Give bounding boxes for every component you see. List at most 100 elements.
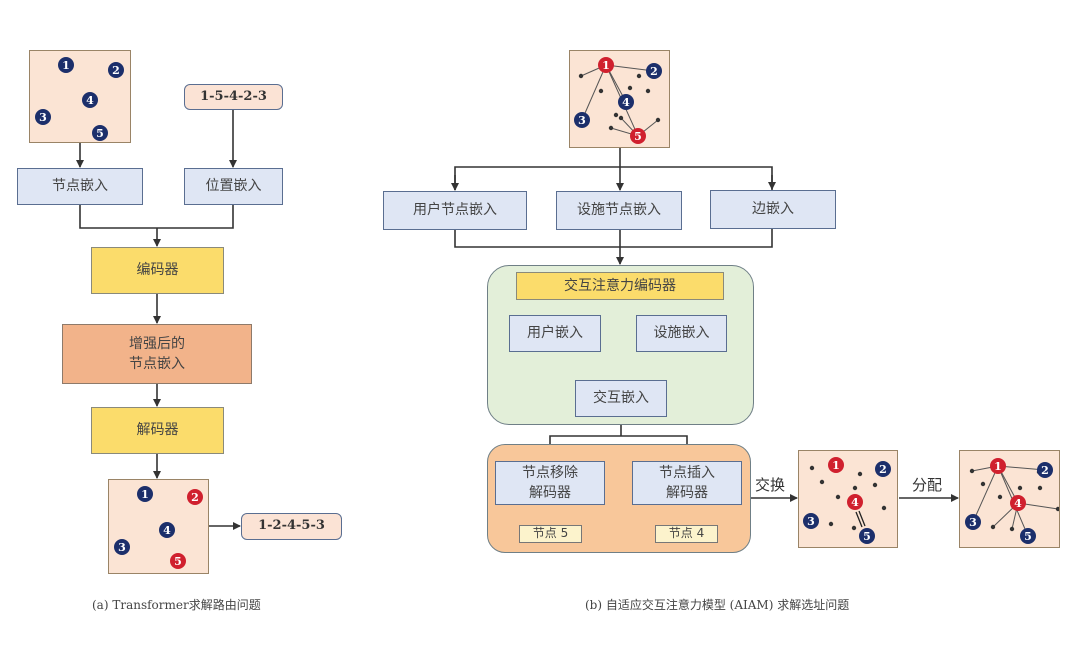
customer-dot (881, 505, 887, 511)
node-label: 1 (62, 59, 70, 72)
node-3: 3 (803, 513, 819, 529)
customer-dot (1037, 485, 1043, 491)
merge-line-b (454, 229, 773, 248)
insertion-line2: 解码器 (666, 485, 708, 501)
node-label: 4 (1014, 497, 1022, 510)
node-2: 2 (108, 62, 124, 78)
swap-arrow-up (858, 510, 866, 527)
interactive-embedding-box: 交互嵌入 (575, 380, 667, 417)
graph-nodes: 1 2 3 4 5 (114, 486, 203, 569)
initial-graph-a: 1 2 3 4 5 (29, 50, 131, 143)
inserted-node-box: 节点 4 (655, 525, 718, 543)
node-3: 3 (35, 109, 51, 125)
customer-dot (819, 479, 825, 485)
assigned-graph: 1 2 3 4 5 (959, 450, 1061, 548)
node-insertion-decoder-box: 节点插入 解码器 (632, 461, 742, 505)
node-label: 1 (141, 488, 149, 501)
node-5: 5 (630, 128, 646, 144)
node-label: 5 (174, 555, 182, 568)
removal-line2: 解码器 (529, 485, 571, 501)
enhanced-line2: 节点嵌入 (129, 356, 185, 372)
result-graph-a: 1 2 3 4 5 (108, 479, 209, 574)
node-2: 2 (187, 489, 203, 505)
node-label: 1 (832, 459, 840, 472)
node-5: 5 (170, 553, 186, 569)
node-label: 1 (602, 59, 610, 72)
node-label: 3 (807, 515, 815, 528)
node-2: 2 (1037, 462, 1053, 478)
customer-dot (828, 521, 834, 527)
interactive-attention-encoder-box: 交互注意力编码器 (516, 272, 724, 300)
customer-dot (1055, 506, 1061, 512)
node-1: 1 (990, 458, 1006, 474)
node-5: 5 (92, 125, 108, 141)
caption-a: (a) Transformer求解路由问题 (92, 598, 261, 612)
insertion-line1: 节点插入 (659, 464, 715, 481)
customer-dot (857, 471, 863, 477)
customer-dot (618, 115, 624, 121)
node-5: 5 (1020, 528, 1036, 544)
node-4: 4 (159, 522, 175, 538)
merge-embeddings-line (79, 205, 234, 229)
node-label: 3 (969, 516, 977, 529)
customer-dot (627, 85, 633, 91)
graph-edge (972, 465, 999, 523)
customer-dot (990, 524, 996, 530)
input-sequence: 1-5-4-2-3 (184, 84, 283, 110)
customer-dot (997, 494, 1003, 500)
node-3: 3 (114, 539, 130, 555)
graph-edge (605, 64, 655, 72)
customer-dot (613, 112, 619, 118)
graph-nodes: 1 2 3 4 5 (35, 57, 124, 141)
graph-nodes: 1 2 3 4 5 (965, 458, 1061, 544)
split-line (454, 166, 773, 190)
node-label: 4 (622, 96, 630, 109)
node-label: 2 (1041, 464, 1049, 477)
node-label: 4 (851, 496, 859, 509)
node-4: 4 (847, 494, 863, 510)
customer-dot (608, 125, 614, 131)
assign-label: 分配 (912, 476, 943, 494)
removal-line1: 节点移除 (522, 464, 578, 481)
customer-dot (809, 465, 815, 471)
customer-dot (578, 73, 584, 79)
node-removal-decoder-box: 节点移除 解码器 (495, 461, 605, 505)
encoder-box: 编码器 (91, 247, 224, 294)
node-label: 2 (879, 463, 887, 476)
node-4: 4 (82, 92, 98, 108)
customer-dot (980, 481, 986, 487)
edge-embedding-box: 边嵌入 (710, 190, 836, 229)
node-embedding-box: 节点嵌入 (17, 168, 143, 205)
node-label: 1 (994, 460, 1002, 473)
graph-edge (581, 64, 607, 121)
output-sequence: 1-2-4-5-3 (241, 513, 342, 540)
node-1: 1 (58, 57, 74, 73)
node-5: 5 (859, 528, 875, 544)
node-label: 3 (578, 114, 586, 127)
node-label: 3 (39, 111, 47, 124)
user-node-embedding-box: 用户节点嵌入 (383, 191, 527, 230)
customer-dot (655, 117, 661, 123)
enhanced-node-embedding-box: 增强后的 节点嵌入 (62, 324, 252, 384)
node-label: 5 (1024, 530, 1032, 543)
customer-dot (851, 525, 857, 531)
customer-dot (969, 468, 975, 474)
node-label: 2 (112, 64, 120, 77)
customer-dot (645, 88, 651, 94)
node-label: 5 (634, 130, 642, 143)
swap-arrow-down (855, 511, 863, 528)
decoder-box: 解码器 (91, 407, 224, 454)
swap-label: 交换 (755, 476, 786, 494)
node-label: 4 (163, 524, 171, 537)
node-3: 3 (574, 112, 590, 128)
facility-node-embedding-box: 设施节点嵌入 (556, 191, 682, 230)
facility-embedding-box: 设施嵌入 (636, 315, 727, 352)
node-label: 5 (96, 127, 104, 140)
customer-dot (636, 73, 642, 79)
user-embedding-box: 用户嵌入 (509, 315, 601, 352)
position-embedding-box: 位置嵌入 (184, 168, 283, 205)
node-4: 4 (618, 94, 634, 110)
node-1: 1 (598, 57, 614, 73)
